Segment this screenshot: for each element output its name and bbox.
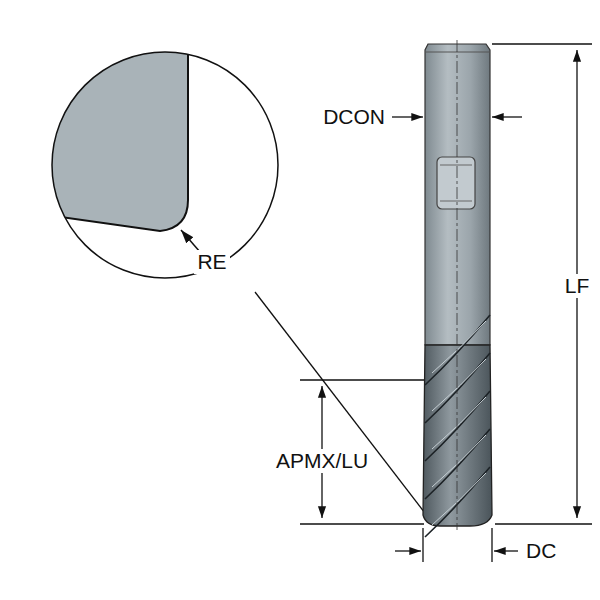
- flute-helix: [425, 353, 490, 423]
- end-mill: [423, 40, 492, 537]
- dimension-label: DC: [523, 539, 559, 562]
- flute-highlight: [432, 321, 486, 373]
- detail-circle: [40, 40, 428, 517]
- flute-highlight: [432, 435, 486, 487]
- radius-label: RE: [194, 250, 229, 273]
- flute-highlight: [432, 397, 486, 449]
- flute-highlight: [432, 473, 486, 525]
- dimension-lines: [300, 44, 592, 562]
- flute-helix: [425, 391, 490, 461]
- flute-helix: [425, 467, 490, 537]
- dimension-label: APMX/LU: [273, 449, 371, 472]
- dimension-label: DCON: [320, 105, 388, 128]
- flute-highlight: [432, 359, 486, 411]
- flute-helix: [425, 315, 490, 385]
- flute-helix: [425, 429, 490, 499]
- dimension-label: LF: [562, 274, 593, 297]
